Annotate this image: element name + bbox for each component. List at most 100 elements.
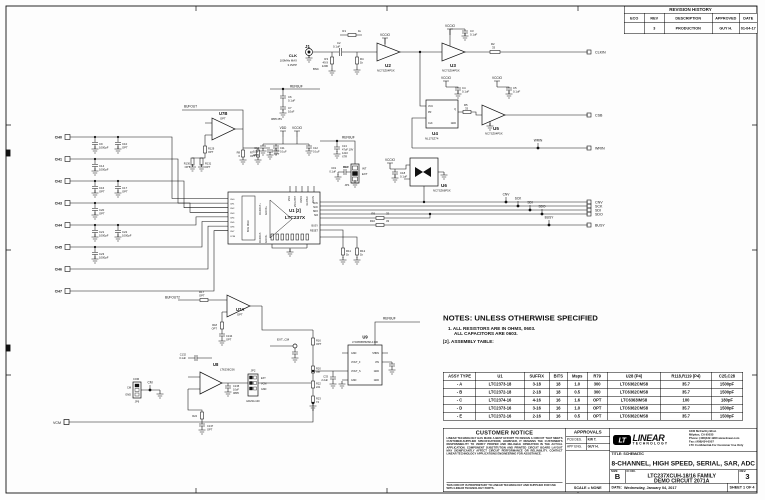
schematic-label: 0.1uF xyxy=(513,90,520,94)
table-header: ECO xyxy=(624,13,645,23)
schematic-label: VIN xyxy=(375,361,379,364)
schematic-label: NC7SZ04P5X xyxy=(442,69,460,73)
note-item-1: 1. ALL RESISTORS ARE IN OHMS, 0603. xyxy=(448,326,536,331)
ground-icon xyxy=(291,354,299,363)
power-net-label: VCCIO xyxy=(380,33,391,37)
power-net-label: VCCIO xyxy=(292,126,303,130)
table-cell: 18 xyxy=(549,380,568,389)
schematic-label: C12 xyxy=(313,146,318,150)
schematic-label: GND xyxy=(351,352,357,355)
channel-inputs: CH0C91000pFC10OPTCH1C141000pFCH2C16OPTC1… xyxy=(55,134,228,294)
company-name: LINEAR xyxy=(632,433,665,444)
jumper-jp6 xyxy=(132,381,142,399)
revision-history-title: REVISION HISTORY xyxy=(624,6,757,13)
ground-icon xyxy=(333,150,341,159)
schematic-label: CH1 xyxy=(230,204,235,206)
ground-icon xyxy=(224,388,232,397)
schematic-label: OPT xyxy=(274,152,280,156)
schematic-label: 74 xyxy=(316,400,319,404)
schematic-label: CH4 xyxy=(230,217,235,219)
schematic-label: CM xyxy=(127,386,131,390)
junction-dot xyxy=(116,135,120,139)
schematic-label: OPT xyxy=(212,327,218,331)
schematic-label: C18 xyxy=(400,171,406,175)
approval-cell: GUY H. xyxy=(587,445,599,449)
schematic-label: GND xyxy=(261,388,267,391)
list-item: Milpitas, CA 95035 xyxy=(689,433,714,437)
schematic-label: C15 xyxy=(274,149,279,153)
table-cell: - C xyxy=(442,396,477,405)
date-value: Wednesday, January 04, 2017 xyxy=(623,485,677,490)
schematic-label: 0.1uF xyxy=(280,150,287,154)
schematic-label: VOUT_F xyxy=(351,361,361,364)
ground-icon xyxy=(329,380,337,389)
schematic-label: 0 xyxy=(239,154,241,158)
port-connector xyxy=(586,49,592,55)
capacitor-value: 1000pF xyxy=(99,168,109,172)
company-logo: LT LINEAR TECHNOLOGY xyxy=(610,429,688,452)
junction-dot xyxy=(93,135,97,139)
capacitor-ref: C16 xyxy=(99,186,105,190)
schematic-label: R4 xyxy=(360,57,364,61)
capacitor-symbol xyxy=(115,137,121,149)
channel-label: CH2 xyxy=(55,180,62,184)
table-cell: 16 xyxy=(549,404,568,413)
ic-u9-reference xyxy=(347,344,383,386)
table-header: R79 xyxy=(586,372,608,381)
table-cell: LTC2372-18 xyxy=(475,388,525,397)
table-cell xyxy=(624,22,645,34)
approval-row: APP ENG.GUY H. xyxy=(566,443,610,451)
schematic-label: LT6236CS6 xyxy=(220,368,235,372)
table-cell: 3-18 xyxy=(523,380,550,389)
schematic-label: 0.1uF xyxy=(329,170,336,174)
schematic-label: OVDD xyxy=(300,196,303,203)
schematic-label: 0805 xyxy=(233,391,239,395)
channel-wire xyxy=(70,221,228,248)
junction-dot xyxy=(93,245,97,249)
channel-wire xyxy=(70,216,228,226)
schematic-label: EXT xyxy=(261,377,266,380)
ground-icon xyxy=(91,145,99,154)
schematic-label: R12 xyxy=(360,249,366,253)
schematic-label: COM xyxy=(133,377,139,381)
junction-dot xyxy=(335,139,339,143)
approval-cell: PCB DES. xyxy=(566,436,587,443)
schematic-label: R130 xyxy=(184,162,191,166)
ic-u4-flipflop xyxy=(425,99,459,129)
table-header: SUFFIX xyxy=(523,372,550,381)
list-item: Phone: (408)432-1900 www.linear.com xyxy=(689,436,740,440)
fold-mark xyxy=(5,149,11,157)
capacitor-ref: C22 xyxy=(122,230,128,234)
inverter-u2 xyxy=(376,42,401,62)
schematic-label: ADCIN+ xyxy=(265,206,268,215)
power-flag-icon xyxy=(280,130,286,137)
schematic-label: 10uF xyxy=(233,388,239,392)
schematic-label: 33 xyxy=(492,46,496,50)
schematic-label: U9 xyxy=(362,335,368,340)
schematic-label: C132 xyxy=(180,353,187,357)
port-connector xyxy=(586,211,592,217)
junction-dots xyxy=(281,50,432,405)
schematic-label: 1k xyxy=(358,29,362,33)
schematic-label: EXT xyxy=(362,172,368,176)
table-cell: OPT xyxy=(586,412,608,421)
schematic-label: SHDN xyxy=(372,352,379,355)
ic-u1-adc xyxy=(227,191,321,245)
ground-icon xyxy=(286,248,294,257)
testpoint-dot xyxy=(504,200,508,204)
ground-icon xyxy=(328,67,336,76)
header-jp2 xyxy=(247,373,259,397)
schematic-label: INT xyxy=(362,167,367,171)
junction-dot xyxy=(116,223,120,227)
ic-number-line1: LTC237XCUH-18/16 FAMILY xyxy=(647,473,717,479)
capacitor-ref: C23 xyxy=(99,252,105,256)
table-cell: LTC2373-18 xyxy=(475,380,525,389)
schematic-label: J1 xyxy=(305,44,310,49)
customer-notice: CUSTOMER NOTICE LINEAR TECHNOLOGY HAS MA… xyxy=(443,428,566,492)
schematic-label: BUSY xyxy=(311,225,318,228)
